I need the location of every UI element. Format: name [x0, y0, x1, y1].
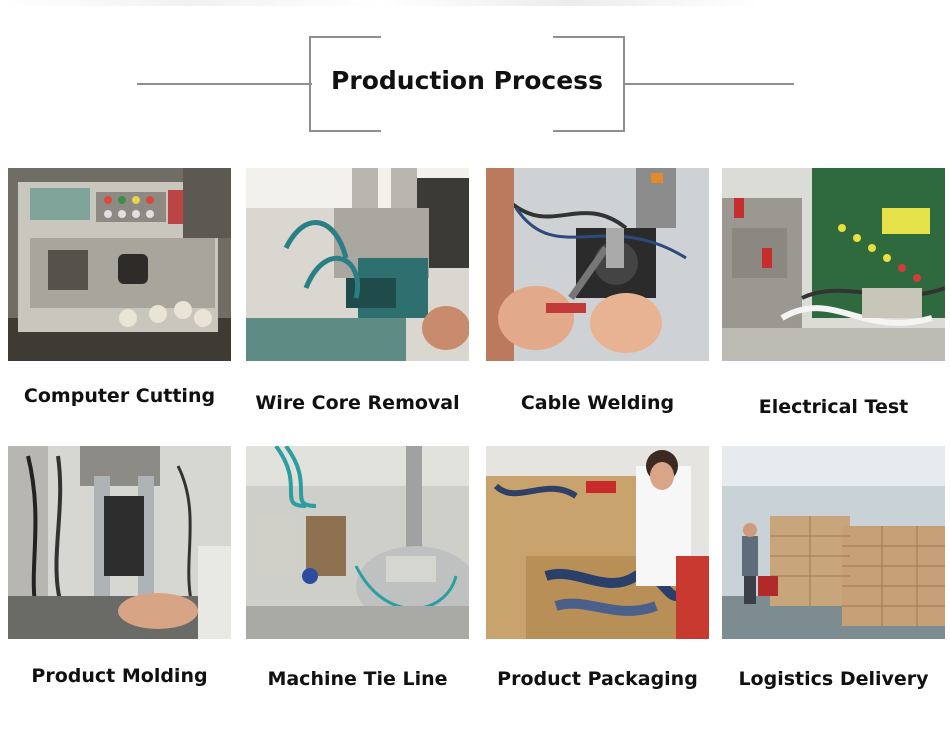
- product-packaging-photo: [486, 446, 709, 639]
- computer-cutting-photo: [8, 168, 231, 361]
- page-title: Production Process: [331, 66, 603, 95]
- wire-core-removal-photo: [246, 168, 469, 361]
- step-caption-cable-welding: Cable Welding: [520, 392, 675, 414]
- top-edge-strip: [0, 0, 950, 6]
- title-frame: Production Process: [309, 36, 625, 132]
- electrical-test-photo: [722, 168, 945, 361]
- left-divider-line: [137, 83, 312, 85]
- step-caption-product-packaging: Product Packaging: [497, 668, 698, 690]
- step-caption-product-molding: Product Molding: [31, 665, 208, 687]
- step-caption-logistics-delivery: Logistics Delivery: [738, 668, 929, 690]
- right-divider-line: [624, 83, 794, 85]
- step-caption-wire-core-removal: Wire Core Removal: [255, 392, 460, 414]
- step-caption-electrical-test: Electrical Test: [758, 396, 909, 418]
- step-caption-computer-cutting: Computer Cutting: [23, 385, 216, 407]
- machine-tie-line-photo: [246, 446, 469, 639]
- cable-welding-photo: [486, 168, 709, 361]
- logistics-delivery-photo: [722, 446, 945, 639]
- product-molding-photo: [8, 446, 231, 639]
- step-caption-machine-tie-line: Machine Tie Line: [267, 668, 448, 690]
